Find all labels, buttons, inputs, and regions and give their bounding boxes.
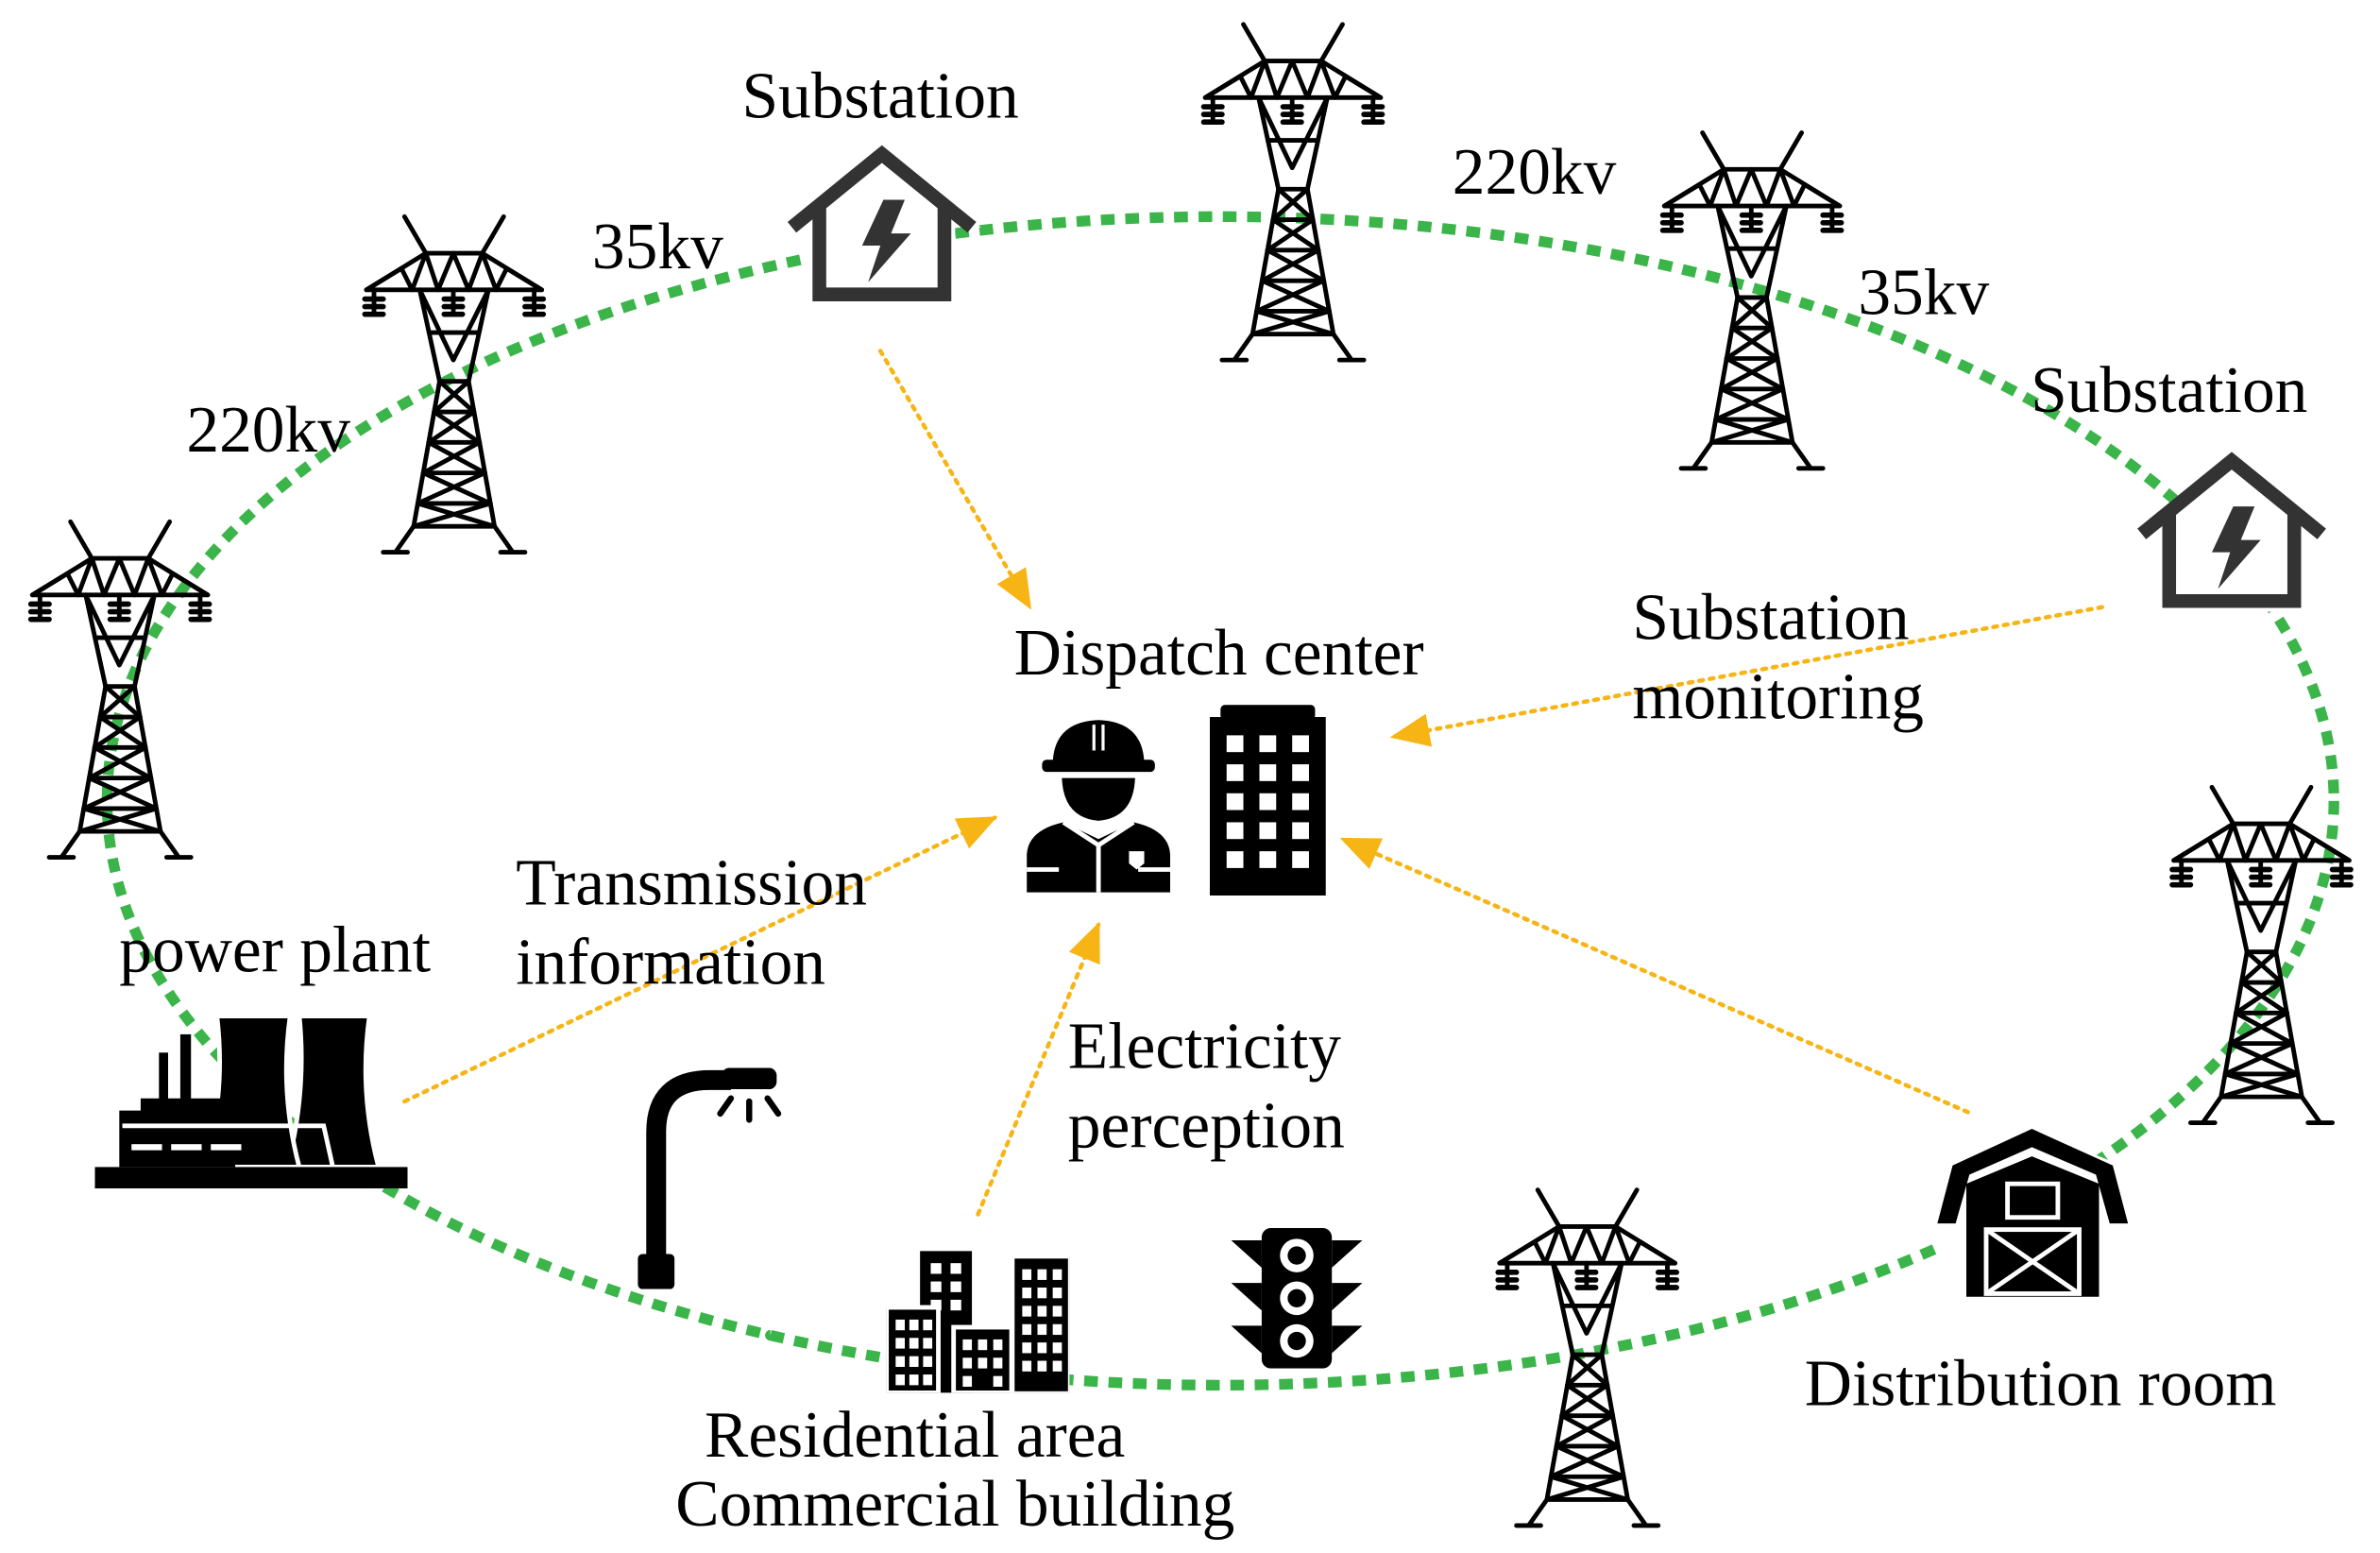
voltage-left-label: 220kv xyxy=(186,394,350,467)
substation-monitoring-line-1: Substation xyxy=(1632,582,1909,655)
voltage-right-label: 35kv xyxy=(1858,257,1989,330)
arrow-electricity-to-dispatch xyxy=(976,921,1101,1217)
substation-icon xyxy=(2133,452,2331,612)
transmission-tower-icon xyxy=(365,216,543,552)
arrow-substation-to-dispatch xyxy=(877,349,1032,610)
substation-top-label: Substation xyxy=(742,60,1019,132)
power-plant-label: power plant xyxy=(119,914,431,987)
distribution-room-label: Distribution room xyxy=(1805,1347,2277,1420)
electricity-perception-line-1: Electricity xyxy=(1068,1010,1341,1083)
dispatch-center xyxy=(1027,705,1326,896)
residential-area-line: Residential area xyxy=(705,1399,1125,1472)
dispatch-center-label: Dispatch center xyxy=(1014,617,1424,690)
arrow-transmission-to-dispatch xyxy=(402,815,998,1104)
voltage-top-right-label: 220kv xyxy=(1453,136,1617,209)
power-line-ring xyxy=(101,211,2339,1391)
transmission-tower-icon xyxy=(1204,25,1383,360)
arrow-substation-monitoring-to-dispatch xyxy=(1389,605,2104,747)
power-plant-icon xyxy=(94,1016,407,1188)
electricity-perception-label: Electricity perception xyxy=(1068,1010,1358,1162)
substation-right-label: Substation xyxy=(2031,354,2307,427)
residential-commercial-label: Residential area Commercial building xyxy=(675,1399,1234,1541)
transmission-information-line-1: Transmission xyxy=(516,847,867,920)
traffic-light-icon xyxy=(1231,1228,1363,1369)
office-building-icon xyxy=(1209,705,1326,896)
transmission-tower-icon xyxy=(31,521,210,857)
voltage-top-left-label: 35kv xyxy=(592,211,723,283)
substation-icon xyxy=(783,145,981,305)
street-lamp-icon xyxy=(638,1067,778,1288)
transmission-information-line-2: information xyxy=(516,927,825,999)
residential-buildings-icon xyxy=(887,1251,1070,1392)
commercial-building-line: Commercial building xyxy=(675,1468,1234,1541)
transmission-tower-icon xyxy=(1663,132,1842,468)
information-flow-arrows xyxy=(402,349,2104,1217)
substation-monitoring-label: Substation monitoring xyxy=(1632,582,1926,734)
arrow-distribution-to-dispatch xyxy=(1339,836,1970,1115)
electricity-perception-line-2: perception xyxy=(1068,1089,1345,1162)
transmission-information-label: Transmission information xyxy=(516,847,883,999)
worker-icon xyxy=(1027,720,1170,892)
transmission-tower-icon xyxy=(2172,787,2351,1122)
substation-monitoring-line-2: monitoring xyxy=(1632,661,1924,734)
